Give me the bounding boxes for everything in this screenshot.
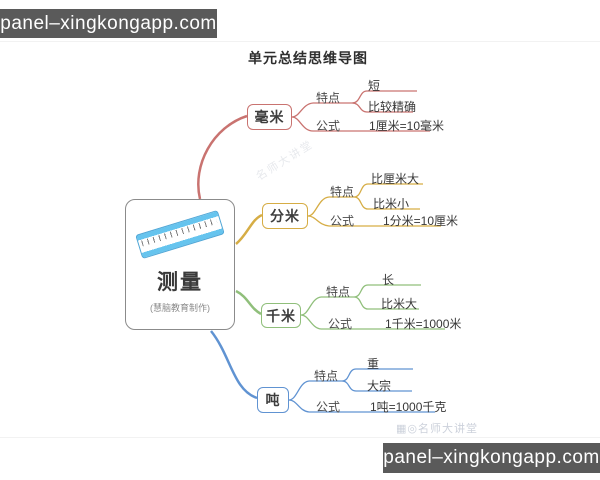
sub-lines-fenmi (307, 183, 441, 227)
branch-line-fenmi (235, 213, 263, 245)
branch-line-dun (210, 330, 258, 400)
branch-line-qianmi (235, 289, 262, 316)
haomi-formula-label: 公式 (316, 119, 341, 133)
fenmi-formula: 1分米=10厘米 (383, 214, 459, 228)
node-fenmi[interactable]: 分米 (262, 203, 308, 229)
dun-formula-label: 公式 (316, 400, 341, 414)
map-bottom-edge (0, 437, 600, 438)
ruler-image (135, 209, 225, 260)
branch-line-haomi (197, 114, 248, 200)
watermark-text: 名师大讲堂 (418, 423, 478, 435)
fenmi-feature-1: 比厘米大 (371, 172, 420, 186)
map-top-edge (0, 41, 600, 42)
qianmi-feature-1: 长 (382, 273, 395, 287)
qianmi-feature-2: 比米大 (381, 297, 418, 311)
sub-lines-haomi (291, 90, 430, 132)
banner-bottom-text: panel–xingkongapp.com (383, 447, 600, 468)
fenmi-feature-label: 特点 (330, 185, 355, 199)
node-haomi[interactable]: 毫米 (247, 104, 292, 130)
dun-feature-1: 重 (367, 357, 380, 371)
dun-feature-label: 特点 (314, 369, 339, 383)
fenmi-feature-2: 比米小 (373, 197, 410, 211)
node-fenmi-label: 分米 (270, 208, 300, 224)
node-qianmi[interactable]: 千米 (261, 303, 301, 328)
haomi-feature-2: 比较精确 (368, 100, 417, 114)
haomi-feature-label: 特点 (316, 91, 341, 105)
map-title: 单元总结思维导图 (248, 50, 368, 66)
fenmi-formula-label: 公式 (330, 214, 355, 228)
node-haomi-label: 毫米 (254, 109, 285, 125)
qianmi-formula-label: 公式 (328, 317, 353, 331)
center-node[interactable]: 测量 (慧脑教育制作) (125, 199, 235, 330)
qianmi-feature-label: 特点 (326, 285, 351, 299)
ruler-ticks (140, 217, 218, 247)
dun-feature-2: 大宗 (367, 379, 392, 393)
node-qianmi-label: 千米 (266, 307, 296, 324)
node-dun[interactable]: 吨 (257, 387, 289, 413)
bottom-watermark: ▦◎名师大讲堂 (396, 420, 478, 436)
center-node-label: 测量 (157, 271, 203, 294)
dun-formula: 1吨=1000千克 (370, 400, 447, 414)
center-node-subtitle: (慧脑教育制作) (150, 303, 210, 313)
watermark-grid-icon: ▦◎ (396, 423, 418, 435)
qianmi-formula: 1千米=1000米 (385, 317, 462, 331)
haomi-formula: 1厘米=10毫米 (369, 119, 445, 133)
node-dun-label: 吨 (265, 392, 281, 408)
watermark-banner-top: panel–xingkongapp.com (0, 9, 217, 38)
haomi-feature-1: 短 (368, 79, 381, 93)
banner-top-text: panel–xingkongapp.com (0, 12, 217, 34)
sub-lines-qianmi (300, 284, 445, 330)
sub-lines-dun (288, 368, 435, 413)
watermark-banner-bottom: panel–xingkongapp.com (383, 443, 600, 473)
